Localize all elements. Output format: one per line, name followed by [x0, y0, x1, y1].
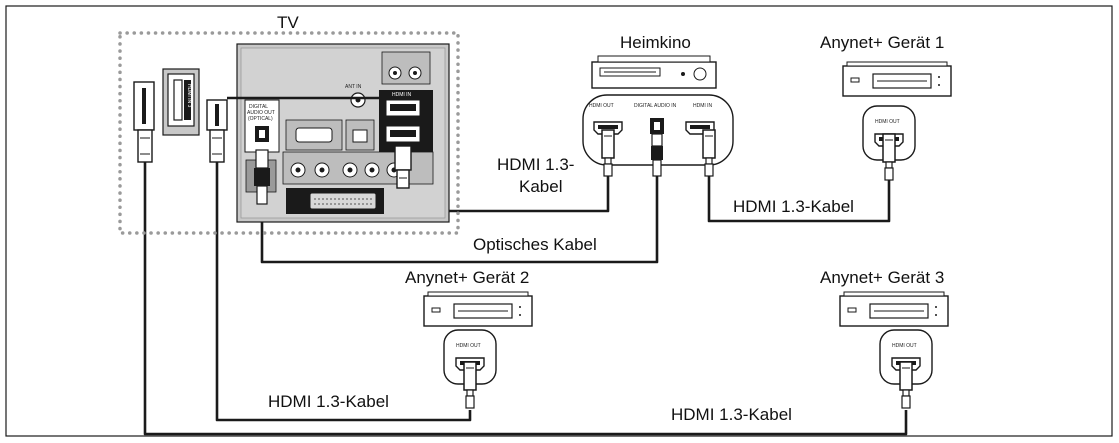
cable-hdmi-device2	[215, 162, 472, 422]
heimkino-hdmi-out-label: HDMI OUT	[589, 103, 614, 109]
anynet-device-1-plug	[882, 133, 896, 181]
anynet-device-2-plug	[463, 361, 477, 409]
digital-audio-out-label-3: (OPTICAL)	[248, 116, 273, 122]
anynet-device-2-label: Anynet+ Gerät 2	[405, 268, 529, 287]
cable-optical-label: Optisches Kabel	[473, 235, 597, 254]
heimkino-device-icon	[591, 55, 717, 89]
anynet-device-2-icon	[423, 291, 533, 327]
tv-plug-hdmi-heimkino	[394, 145, 412, 189]
heimkino-ports-panel: HDMI OUT DIGITAL AUDIO IN HDMI IN	[582, 94, 734, 166]
cable-hdmi-heimkino-label-line1: HDMI 1.3-	[497, 155, 574, 174]
cable-hdmi-device1	[707, 176, 891, 223]
anynet-device-3-plug	[899, 361, 913, 409]
anynet-device-3-hdmi-out: HDMI OUT	[879, 329, 933, 385]
cable-hdmi-device1-label: HDMI 1.3-Kabel	[733, 197, 854, 216]
cable-hdmi-device3	[143, 162, 908, 436]
outer-frame	[5, 5, 1113, 437]
tv-label: TV	[277, 13, 299, 32]
digital-audio-out-label-2: AUDIO OUT	[247, 110, 275, 116]
anynet-device-3-hdmi-out-label: HDMI OUT	[892, 343, 917, 349]
tv-dotted-border	[118, 31, 460, 235]
heimkino-digital-audio-in-label: DIGITAL AUDIO IN	[634, 103, 677, 109]
side-hdmi-label: HDMI IN 3	[186, 84, 192, 108]
anynet-device-1-hdmi-out: HDMI OUT	[862, 105, 916, 161]
cables	[143, 162, 908, 436]
anynet-device-1-icon	[842, 61, 952, 97]
heimkino-hdmi-in-label: HDMI IN	[693, 103, 713, 109]
tv-side-hdmi-port: HDMI IN 3	[162, 68, 200, 136]
anynet-device-1-hdmi-out-label: HDMI OUT	[875, 119, 900, 125]
anynet-device-2-hdmi-out: HDMI OUT	[443, 329, 497, 385]
heimkino-label: Heimkino	[620, 33, 691, 52]
anynet-device-3-label: Anynet+ Gerät 3	[820, 268, 944, 287]
tv-plug-hdmi-device2	[206, 96, 384, 163]
tv-hdmi-in-label: HDMI IN	[392, 92, 412, 98]
cable-optical	[260, 176, 659, 264]
tv-plug-hdmi-side	[133, 81, 155, 163]
heimkino-plugs	[601, 129, 716, 177]
cable-hdmi-heimkino-label-line2: Kabel	[519, 177, 562, 196]
anynet-device-1-label: Anynet+ Gerät 1	[820, 33, 944, 52]
digital-audio-out-label-1: DIGITAL	[249, 104, 268, 110]
tv-plug-optical	[254, 149, 270, 205]
cable-hdmi-device2-label: HDMI 1.3-Kabel	[268, 392, 389, 411]
anynet-device-2-hdmi-out-label: HDMI OUT	[456, 343, 481, 349]
tv-back-panel: ANT IN HDMI IN DIGITAL AUDIO OUT (OPTICA…	[236, 43, 450, 223]
anynet-device-3-icon	[839, 291, 949, 327]
ant-in-label: ANT IN	[345, 84, 362, 90]
cable-hdmi-device3-label: HDMI 1.3-Kabel	[671, 405, 792, 424]
